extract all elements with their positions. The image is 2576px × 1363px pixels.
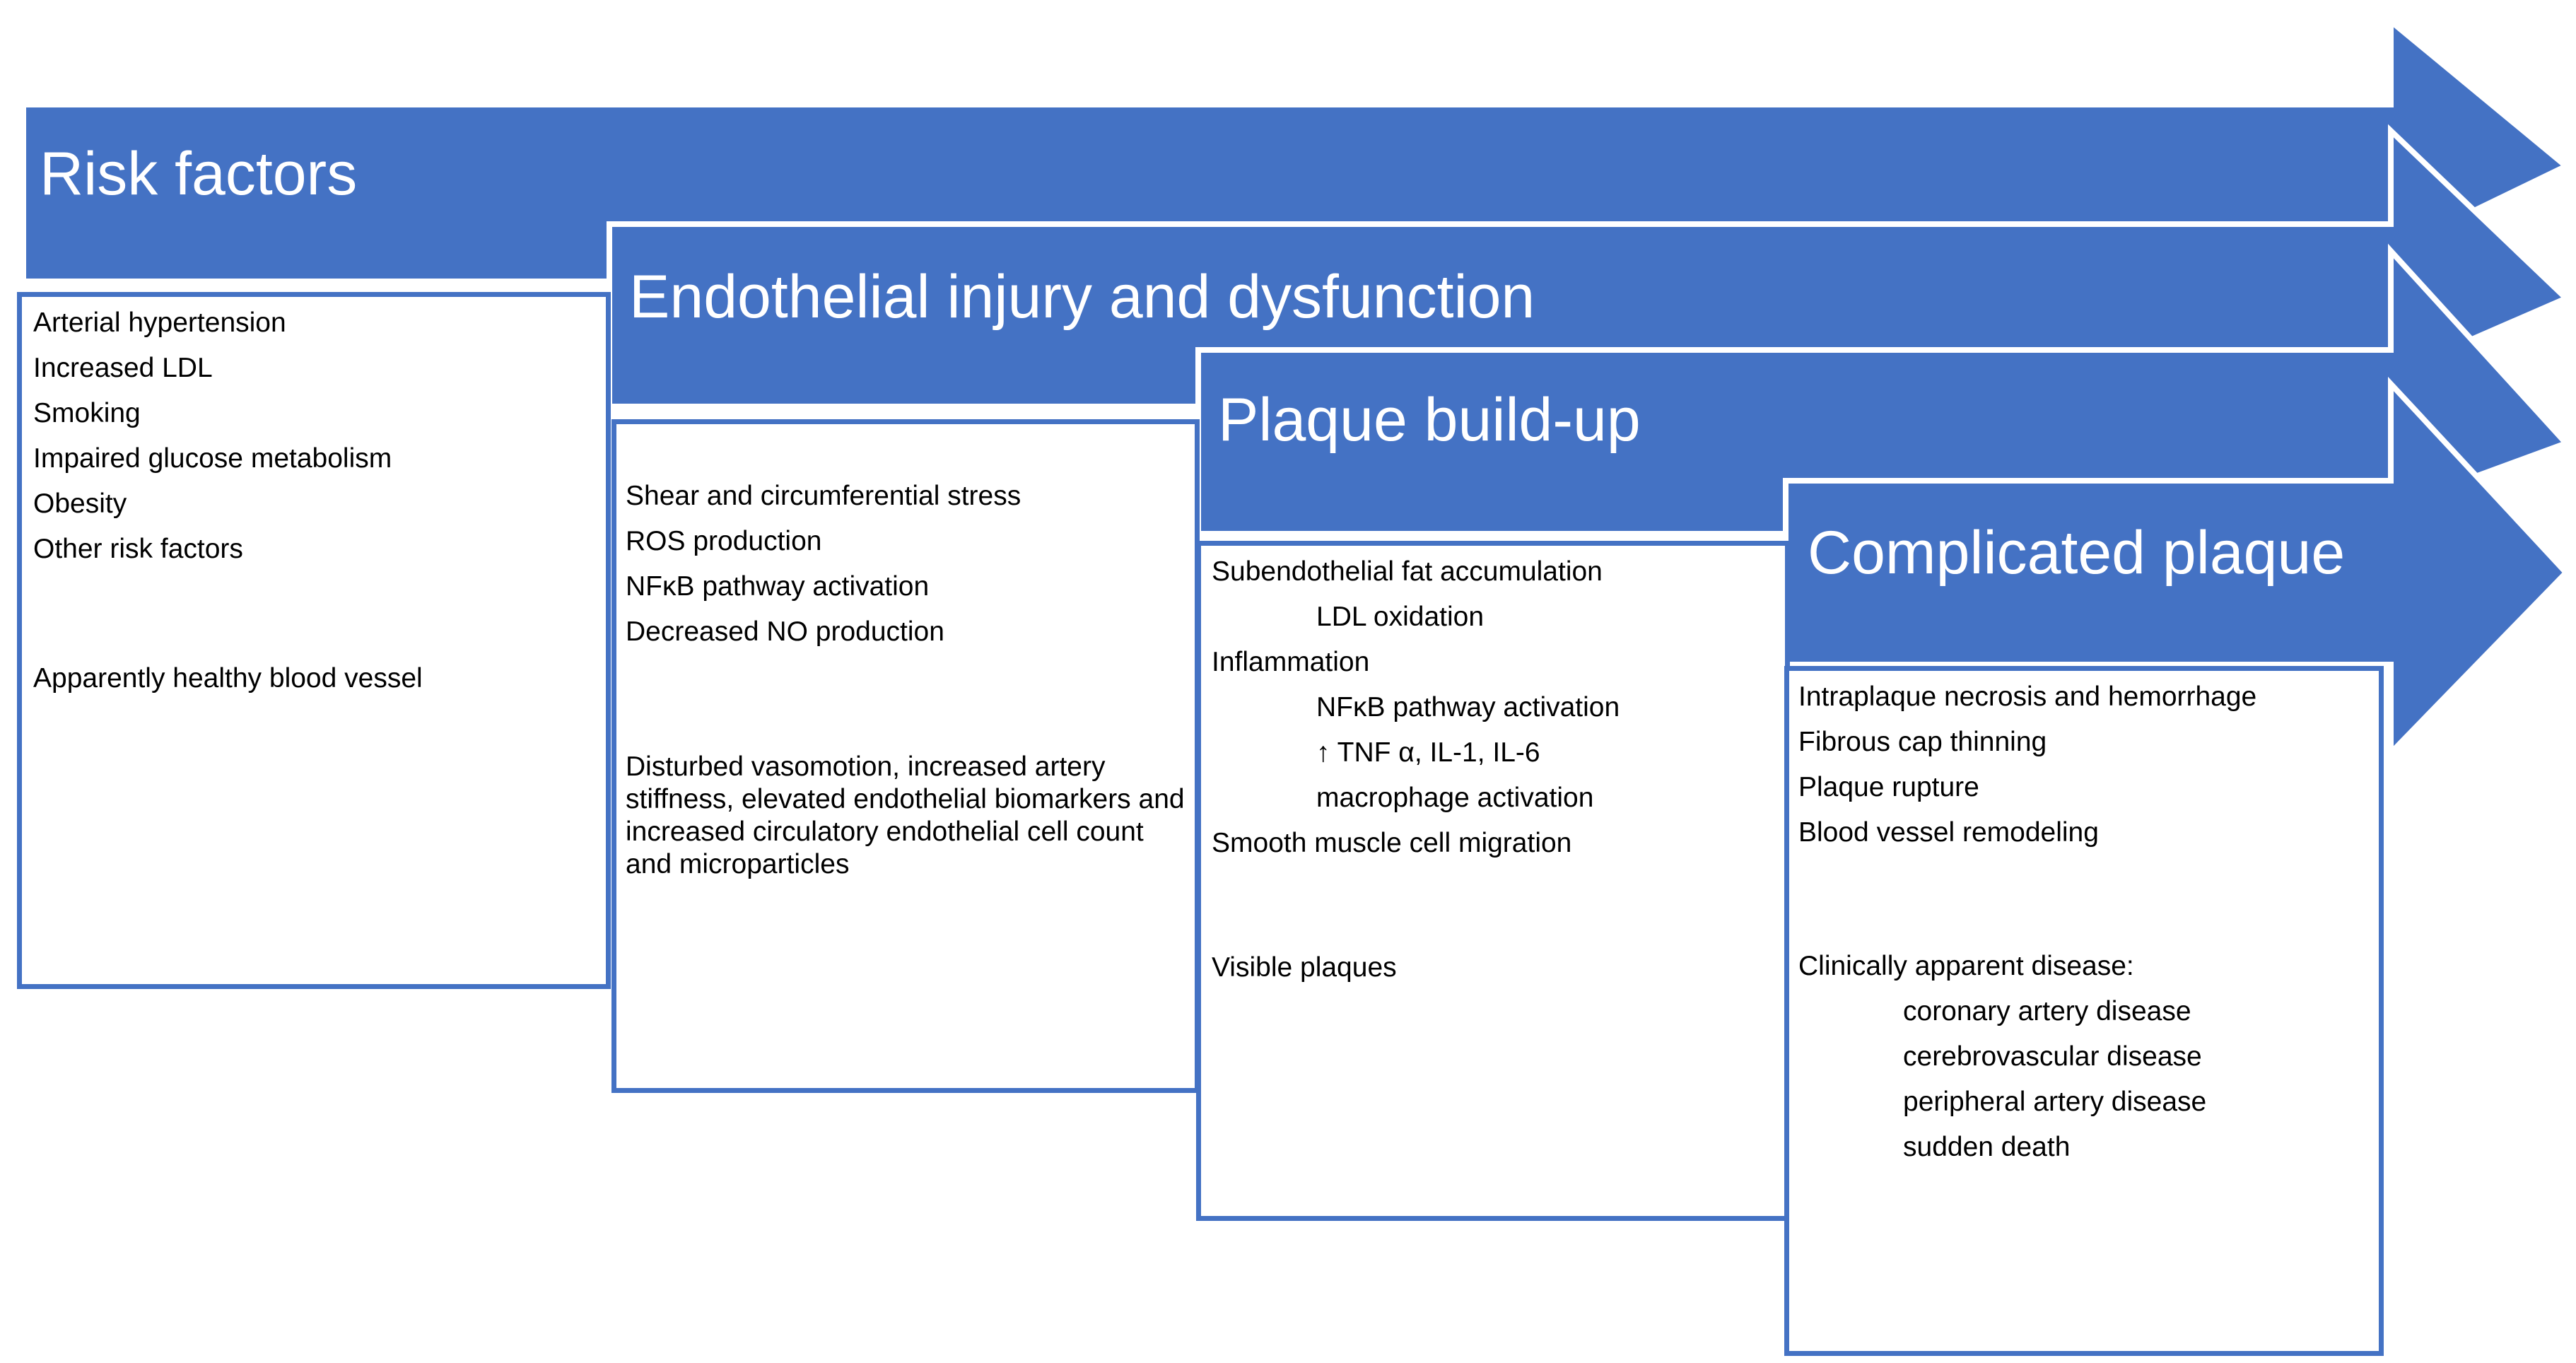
list-item: Fibrous cap thinning bbox=[1798, 727, 2047, 757]
list-item: Increased LDL bbox=[33, 353, 213, 383]
complication-list: Intraplaque necrosis and hemorrhage Fibr… bbox=[1798, 674, 2256, 855]
risk-factor-list: Arterial hypertension Increased LDL Smok… bbox=[33, 300, 392, 572]
list-item: Intraplaque necrosis and hemorrhage bbox=[1798, 682, 2257, 712]
list-item: ↑ TNF α, IL-1, IL-6 bbox=[1316, 737, 1540, 768]
list-item: Blood vessel remodeling bbox=[1798, 817, 2099, 848]
stage-box-plaque-build-up: Subendothelial fat accumulation LDL oxid… bbox=[1196, 541, 1790, 1221]
stage-title-endothelial-injury: Endothelial injury and dysfunction bbox=[629, 263, 1535, 331]
endothelial-mechanism-list: Shear and circumferential stress ROS pro… bbox=[626, 474, 1021, 655]
list-item: NFκB pathway activation bbox=[626, 571, 930, 602]
list-item: sudden death bbox=[1903, 1132, 2071, 1162]
list-item: Arterial hypertension bbox=[33, 308, 286, 338]
list-item: Smoking bbox=[33, 398, 141, 428]
stage-title-complicated-plaque: Complicated plaque bbox=[1808, 519, 2346, 587]
list-item: LDL oxidation bbox=[1316, 602, 1485, 632]
clinical-disease-heading: Clinically apparent disease: bbox=[1798, 951, 2134, 981]
arrow-complicated-plaque bbox=[1783, 376, 2570, 760]
list-item: NFκB pathway activation bbox=[1316, 692, 1620, 723]
clinical-disease-list: coronary artery disease cerebrovascular … bbox=[1798, 989, 2206, 1170]
list-item: macrophage activation bbox=[1316, 783, 1594, 813]
list-item: peripheral artery disease bbox=[1903, 1087, 2207, 1117]
arrow-endothelial-injury bbox=[607, 124, 2572, 409]
stage-title-plaque-build-up: Plaque build-up bbox=[1218, 386, 1641, 454]
stage-box-endothelial-injury: Shear and circumferential stress ROS pro… bbox=[611, 419, 1200, 1093]
list-item: Plaque rupture bbox=[1798, 772, 1979, 802]
list-item: coronary artery disease bbox=[1903, 996, 2191, 1026]
list-item: ROS production bbox=[626, 526, 822, 556]
stage-note: Disturbed vasomotion, increased artery s… bbox=[626, 751, 1185, 879]
clinical-disease-section: Clinically apparent disease: coronary ar… bbox=[1798, 944, 2206, 1170]
list-item: Smooth muscle cell migration bbox=[1212, 828, 1572, 858]
stage-box-risk-factors: Arterial hypertension Increased LDL Smok… bbox=[17, 292, 611, 989]
list-item: Shear and circumferential stress bbox=[626, 481, 1021, 511]
list-item: Inflammation bbox=[1212, 647, 1370, 677]
stage-box-complicated-plaque: Intraplaque necrosis and hemorrhage Fibr… bbox=[1784, 666, 2384, 1356]
list-item: Decreased NO production bbox=[626, 616, 944, 647]
stage-note: Visible plaques bbox=[1212, 952, 1397, 983]
arrow-risk-factors bbox=[21, 15, 2572, 284]
stage-title-risk-factors: Risk factors bbox=[40, 140, 358, 208]
list-item: Other risk factors bbox=[33, 534, 243, 564]
list-item: Obesity bbox=[33, 489, 127, 519]
list-item: Impaired glucose metabolism bbox=[33, 443, 392, 474]
plaque-mechanism-list: Subendothelial fat accumulation LDL oxid… bbox=[1212, 549, 1620, 866]
list-item: cerebrovascular disease bbox=[1903, 1041, 2202, 1072]
list-item: Subendothelial fat accumulation bbox=[1212, 556, 1603, 587]
stage-note: Apparently healthy blood vessel bbox=[33, 663, 423, 694]
